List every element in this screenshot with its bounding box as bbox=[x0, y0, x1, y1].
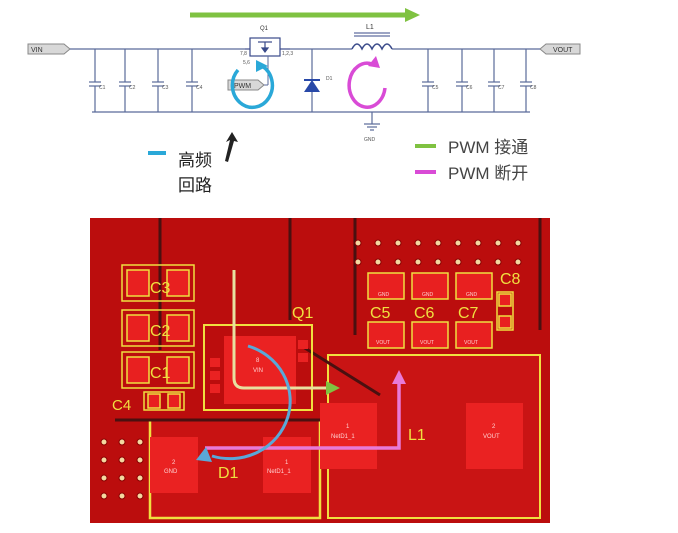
input-cap-label-3: C3 bbox=[162, 85, 169, 91]
pcb-pwm-off-arrowhead bbox=[392, 370, 406, 384]
pcb-c2-label: C2 bbox=[150, 323, 171, 340]
vin-label: VIN bbox=[31, 47, 43, 54]
pcb-c5-label: C5 bbox=[370, 305, 391, 322]
vout-connector bbox=[539, 43, 581, 55]
l1-pad-1 bbox=[320, 403, 377, 469]
q1-footprint-outline bbox=[203, 324, 313, 411]
pcb-d1-label: D1 bbox=[218, 465, 239, 482]
pcb-layout: C3 C2 C1 C4 GND GND GND VOUT VOUT VOUT C… bbox=[90, 218, 550, 523]
q1-side-label: 7,8 bbox=[240, 51, 247, 57]
q1-vin-pad bbox=[224, 336, 296, 404]
pcb-pwm-off-path bbox=[205, 382, 401, 450]
vin-connector bbox=[27, 43, 71, 55]
hf-loop-legend-line1: 高频 bbox=[178, 151, 212, 170]
pwm-off-loop-arrow bbox=[347, 61, 387, 109]
pwm-on-arrowhead bbox=[405, 8, 420, 22]
pcb-top-pad-label-3: GND bbox=[466, 292, 478, 298]
pcb-top-pad-label-1: GND bbox=[378, 292, 390, 298]
pcb-bottom-pad-label-3: VOUT bbox=[464, 340, 478, 346]
pwm-off-legend-label: PWM 断开 bbox=[448, 164, 528, 183]
pcb-bottom-pad-label-2: VOUT bbox=[420, 340, 434, 346]
d1-pad-2-net: NetD1_1 bbox=[267, 469, 291, 475]
pcb-pwm-on-path bbox=[232, 270, 330, 390]
input-cap-label-1: C1 bbox=[99, 85, 106, 91]
pwm-tag-label: PWM bbox=[234, 83, 251, 90]
pcb-q1-label: Q1 bbox=[292, 305, 313, 322]
output-cap-label-1: C5 bbox=[432, 85, 439, 91]
q1-small-pads bbox=[210, 340, 308, 393]
hf-loop-arrowhead bbox=[256, 60, 268, 72]
gnd-label: GND bbox=[364, 137, 376, 143]
output-cap-label-3: C7 bbox=[498, 85, 505, 91]
d1-label: D1 bbox=[326, 76, 333, 82]
pcb-dark-traces bbox=[115, 218, 542, 422]
pcb-hf-loop-arrow bbox=[211, 344, 292, 461]
d1-gnd-pad bbox=[150, 437, 198, 493]
input-capacitors bbox=[89, 49, 198, 112]
q1-pins: 1,2,3 bbox=[282, 51, 293, 57]
q1-pad-number: 8 bbox=[256, 358, 260, 364]
l1-pad-1-number: 1 bbox=[346, 424, 350, 430]
pcb-l1-label: L1 bbox=[408, 427, 426, 444]
input-cap-label-4: C4 bbox=[196, 85, 203, 91]
pcb-hf-loop-arrowhead bbox=[196, 447, 212, 462]
l1-pad-2 bbox=[466, 403, 523, 469]
pcb-c4-label: C4 bbox=[112, 397, 131, 414]
d1-pad-1-number: 2 bbox=[172, 460, 176, 466]
pcb-c6-label: C6 bbox=[414, 305, 435, 322]
d1-diode-symbol bbox=[304, 80, 320, 92]
pcb-c3-label: C3 bbox=[150, 280, 171, 297]
l1-pad-1-net: NetD1_1 bbox=[331, 434, 355, 440]
hf-loop-arrow bbox=[230, 64, 275, 109]
schematic: VIN VOUT C1 C2 C3 C4 Q1 1,2,3 bbox=[27, 8, 581, 195]
l1-label: L1 bbox=[366, 24, 374, 31]
input-cap-label-2: C2 bbox=[129, 85, 136, 91]
pcb-c8-label: C8 bbox=[500, 271, 521, 288]
pcb-pwm-on-arrowhead bbox=[326, 381, 340, 395]
l1-inductor-symbol bbox=[351, 43, 393, 51]
input-cap-footprints bbox=[121, 264, 195, 411]
q1-label: Q1 bbox=[260, 26, 269, 32]
output-cap-label-2: C6 bbox=[466, 85, 473, 91]
pwm-on-legend-label: PWM 接通 bbox=[448, 138, 528, 157]
left-via-array bbox=[100, 438, 144, 500]
output-cap-footprints bbox=[367, 272, 514, 349]
pcb-bottom-pad-label-1: VOUT bbox=[376, 340, 390, 346]
vout-label: VOUT bbox=[553, 47, 573, 54]
d1-pad-2-number: 1 bbox=[285, 460, 289, 466]
d1-pad-1-net: GND bbox=[164, 469, 178, 475]
q1-mosfet-symbol bbox=[245, 37, 290, 57]
output-cap-label-4: C8 bbox=[530, 85, 537, 91]
top-via-array bbox=[354, 239, 522, 266]
pcb-c1-label: C1 bbox=[150, 365, 171, 382]
pwm-tag bbox=[227, 79, 265, 91]
l1-pad-2-number: 2 bbox=[492, 424, 496, 430]
pwm-off-loop-arrowhead bbox=[368, 56, 380, 68]
pointer-arrow bbox=[225, 132, 238, 162]
q1-side-label-2: 5,6 bbox=[243, 60, 250, 66]
hf-loop-legend-line2: 回路 bbox=[178, 176, 212, 195]
output-capacitors bbox=[422, 49, 532, 112]
pcb-top-pad-label-2: GND bbox=[422, 292, 434, 298]
q1-pad-net: VIN bbox=[253, 368, 263, 374]
pcb-c7-label: C7 bbox=[458, 305, 479, 322]
l1-pad-2-net: VOUT bbox=[483, 434, 500, 440]
